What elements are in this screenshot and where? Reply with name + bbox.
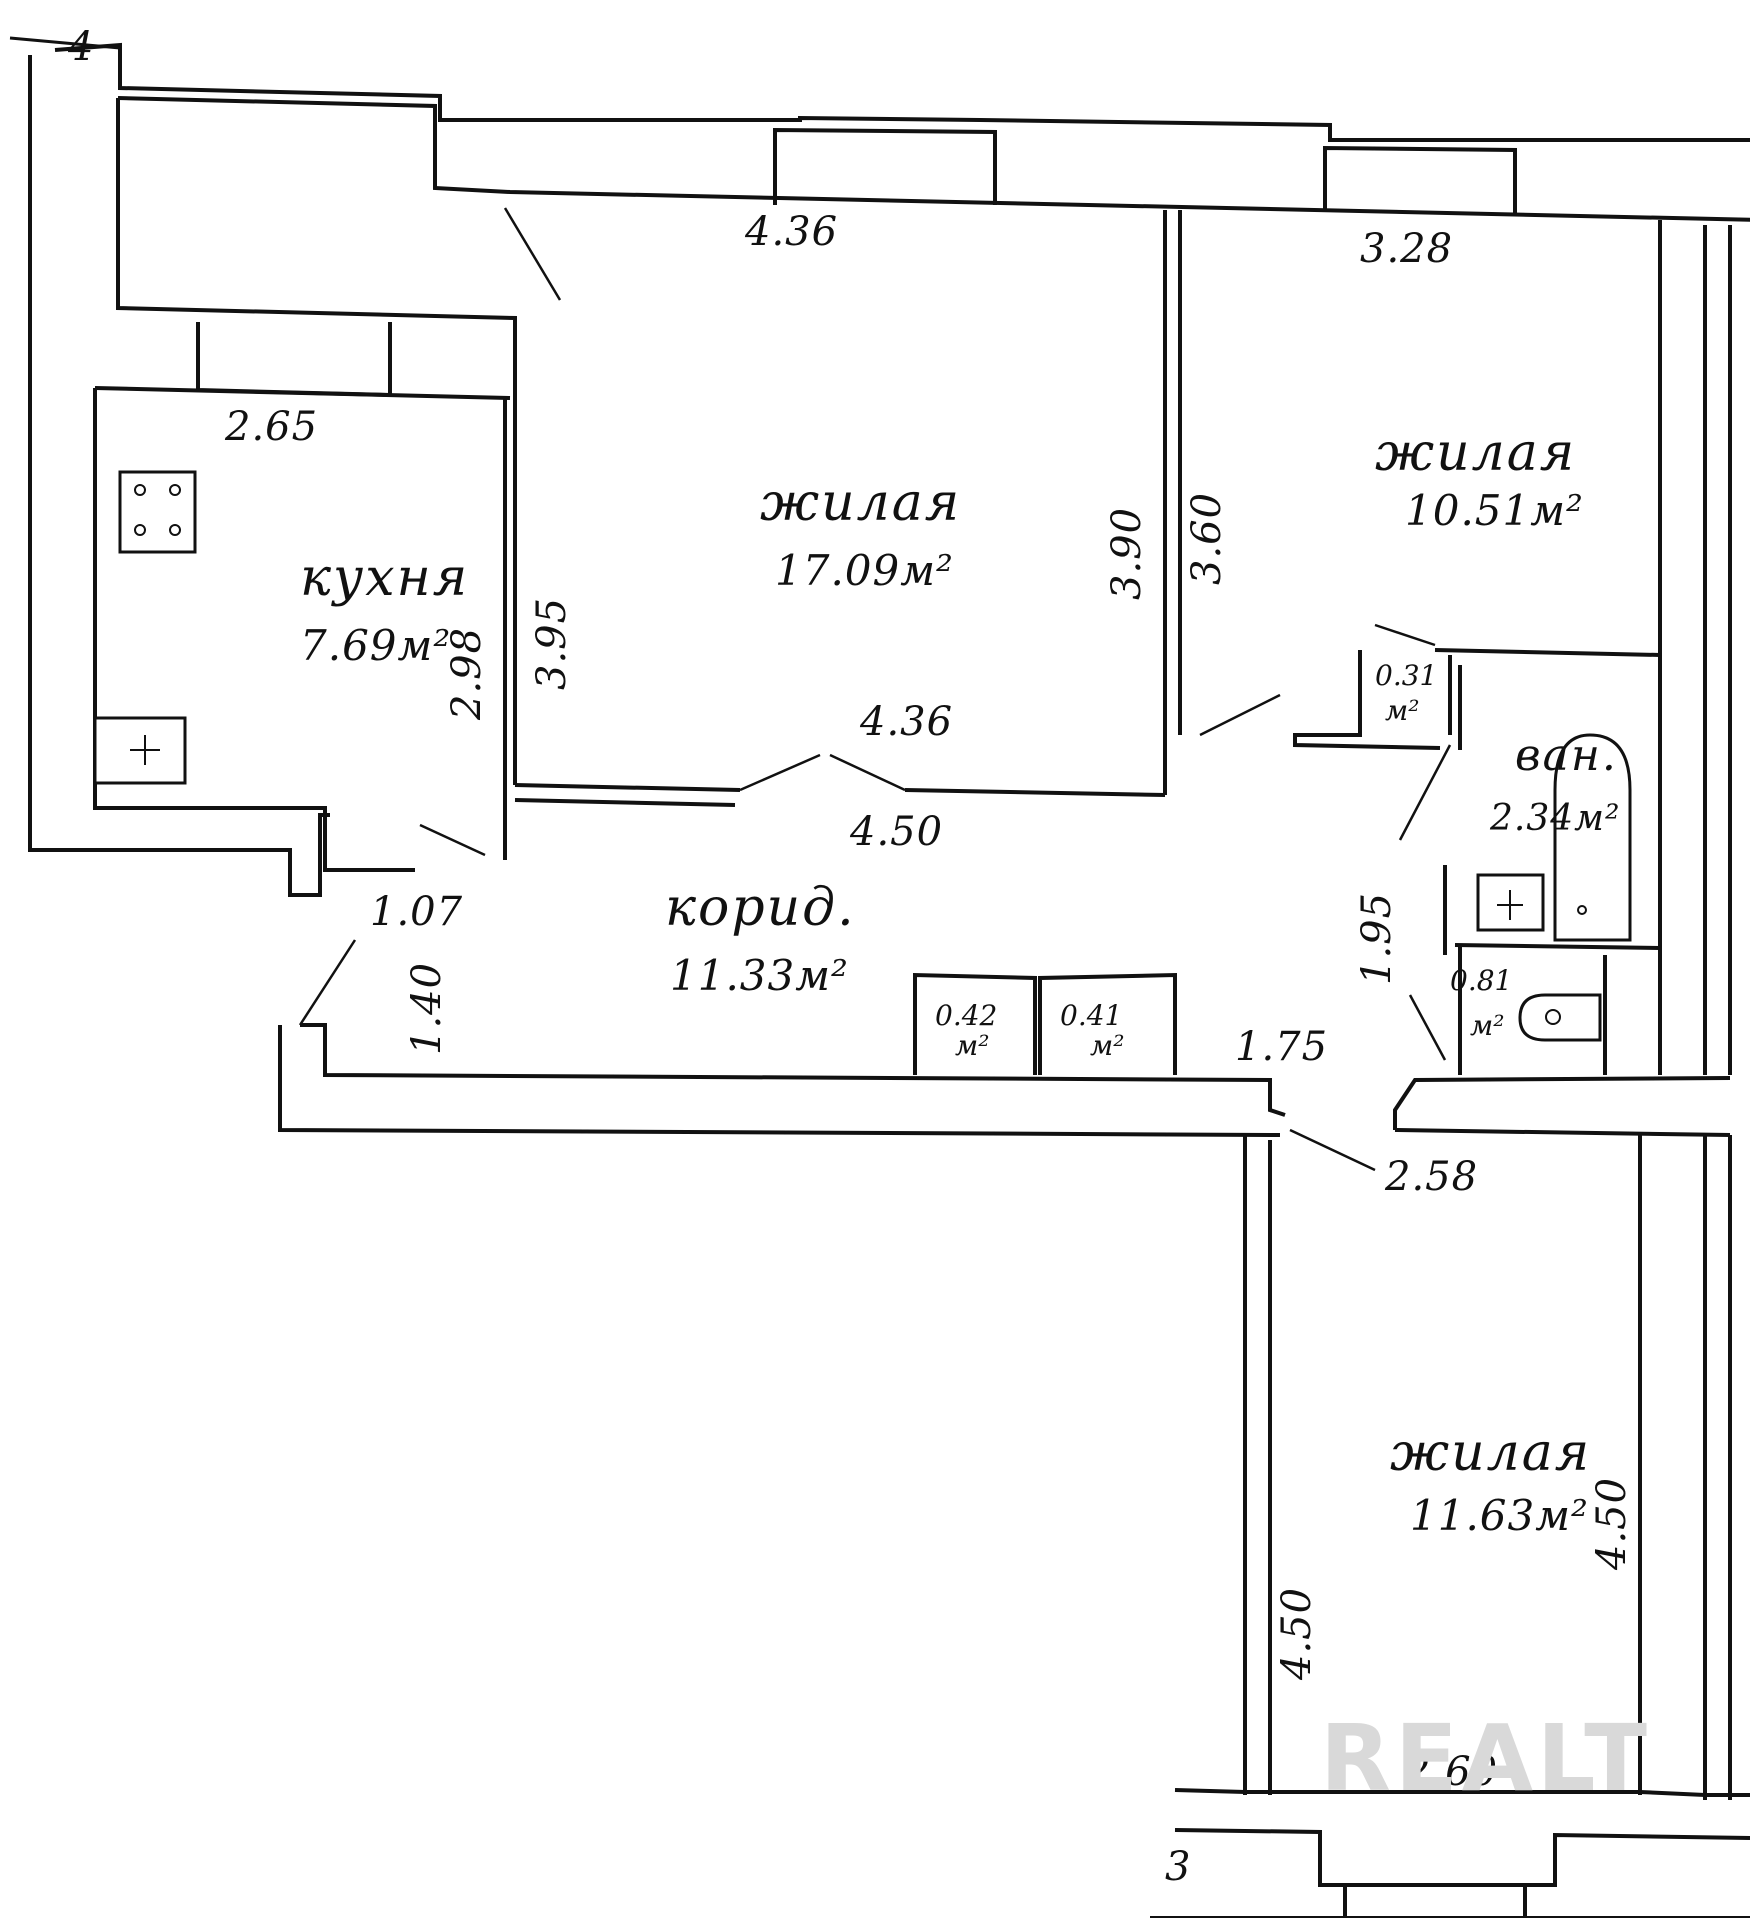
dim-living2-left: 3.60 xyxy=(1184,492,1230,585)
dim-living3-right: 4.50 xyxy=(1589,1477,1635,1571)
corner-mark-top-line xyxy=(9,36,121,50)
wc-area: 0.81 xyxy=(1450,964,1512,997)
wc-unit: м² xyxy=(1470,1009,1504,1042)
wall-kitchen-inner xyxy=(93,388,415,872)
room-living1-name: жилая xyxy=(760,473,961,533)
wall-corridor-bottom-right xyxy=(1393,1076,1731,1130)
corner-mark-top: 4 xyxy=(67,24,94,70)
dim-corridor-top: 4.50 xyxy=(849,809,943,855)
wall-facade-top-inner xyxy=(117,96,1750,222)
dimension-labels: 4.36 3.28 2.65 2.98 3.95 3.90 3.60 4.36 … xyxy=(224,209,1635,1795)
closet1-area: 0.31 xyxy=(1375,659,1437,692)
dim-door-width: 1.07 xyxy=(370,889,463,935)
dim-corridor-left: 1.40 xyxy=(404,962,450,1055)
room-corridor-area: 11.33м² xyxy=(670,951,849,1000)
door-living1-a xyxy=(739,753,821,792)
room-living3-name: жилая xyxy=(1390,1423,1591,1483)
room-labels: жилая 17.09м² жилая 10.51м² кухня 7.69м²… xyxy=(300,423,1620,1540)
wall-living3-bottom-outer xyxy=(1174,1828,1750,1887)
closet3-area: 0.41 xyxy=(1060,999,1122,1032)
door-living2 xyxy=(1199,693,1281,737)
wall-living1-bottom-lower xyxy=(514,798,736,807)
wall-living3-bottom xyxy=(1174,1788,1750,1797)
fixtures xyxy=(93,470,1632,1075)
room-living2-area: 10.51м² xyxy=(1405,486,1584,535)
corner-mark-bottom: 3 xyxy=(1165,1844,1191,1890)
room-living1-area: 17.09м² xyxy=(775,546,954,595)
window-living2 xyxy=(1323,145,1517,215)
wall-bath-bottom xyxy=(1454,943,1661,950)
dim-kitchen-top: 2.65 xyxy=(224,404,318,450)
room-living3-area: 11.63м² xyxy=(1410,1491,1589,1540)
wall-kitchen-niche xyxy=(116,98,517,400)
door-kitchen xyxy=(419,823,486,857)
toilet-icon xyxy=(1518,993,1602,1042)
wall-kitchen-top xyxy=(94,386,511,400)
stove-icon xyxy=(118,470,197,554)
closet2-unit: м² xyxy=(955,1029,989,1062)
dim-living3-left: 4.50 xyxy=(1274,1587,1320,1681)
dim-living3-bottom: 2.60 xyxy=(1404,1749,1498,1795)
dim-living1-left: 3.95 xyxy=(529,597,575,690)
closet2-area: 0.42 xyxy=(935,999,997,1032)
wall-outer-left xyxy=(28,55,330,897)
door-living3 xyxy=(1289,1128,1376,1172)
closet1-unit: м² xyxy=(1385,694,1419,727)
wall-facade-top xyxy=(54,42,1750,142)
wall-closet3 xyxy=(1038,972,1177,1075)
wall-closet2 xyxy=(913,972,1037,1075)
door-living1-b xyxy=(829,753,906,792)
dim-passage: 2.58 xyxy=(1384,1154,1478,1200)
corner-marks: 4 3 xyxy=(9,24,1191,1890)
door-closet1 xyxy=(1374,623,1436,647)
room-corridor-name: корид. xyxy=(665,878,856,938)
wall-living2-bottom xyxy=(1434,648,1661,657)
kitchen-sink-icon xyxy=(93,716,187,785)
dim-corridor-right: 1.95 xyxy=(1354,892,1400,985)
room-kitchen-name: кухня xyxy=(300,548,469,608)
door-entrance xyxy=(298,939,357,1026)
wall-corridor-bottom xyxy=(300,1023,1286,1117)
room-kitchen-area: 7.69м² xyxy=(300,621,451,670)
doors xyxy=(298,207,1452,1172)
room-bath-area: 2.34м² xyxy=(1489,798,1620,839)
room-living2-name: жилая xyxy=(1375,423,1576,483)
room-bath-name: ван. xyxy=(1515,730,1618,781)
dim-living1-top: 4.36 xyxy=(744,209,838,255)
dim-living1-right: 3.90 xyxy=(1104,507,1150,600)
door-bath xyxy=(1398,744,1452,841)
dim-kitchen-side: 2.98 xyxy=(444,627,490,721)
wall-living1-bottom xyxy=(514,783,741,792)
walls xyxy=(28,42,1750,1918)
wall-corridor-bottom-outer xyxy=(278,1025,1281,1137)
door-wc xyxy=(1408,994,1447,1061)
wall-closet1 xyxy=(1293,650,1441,750)
bath-sink-icon xyxy=(1476,873,1545,932)
door-living1-balcony xyxy=(503,207,562,301)
wall-passage-lower xyxy=(1394,1128,1731,1137)
window-living1 xyxy=(773,127,997,205)
dim-living2-top: 3.28 xyxy=(1360,226,1453,272)
watermark-logo: REALT xyxy=(1320,1705,1651,1812)
dim-living1-bottom: 4.36 xyxy=(859,699,953,745)
bathtub-icon xyxy=(1553,733,1632,942)
wall-kitchen-window xyxy=(196,322,392,398)
closet3-unit: м² xyxy=(1090,1029,1124,1062)
dim-corridor-bottom: 1.75 xyxy=(1235,1024,1328,1070)
wall-living1-bottom-right xyxy=(904,788,1166,797)
